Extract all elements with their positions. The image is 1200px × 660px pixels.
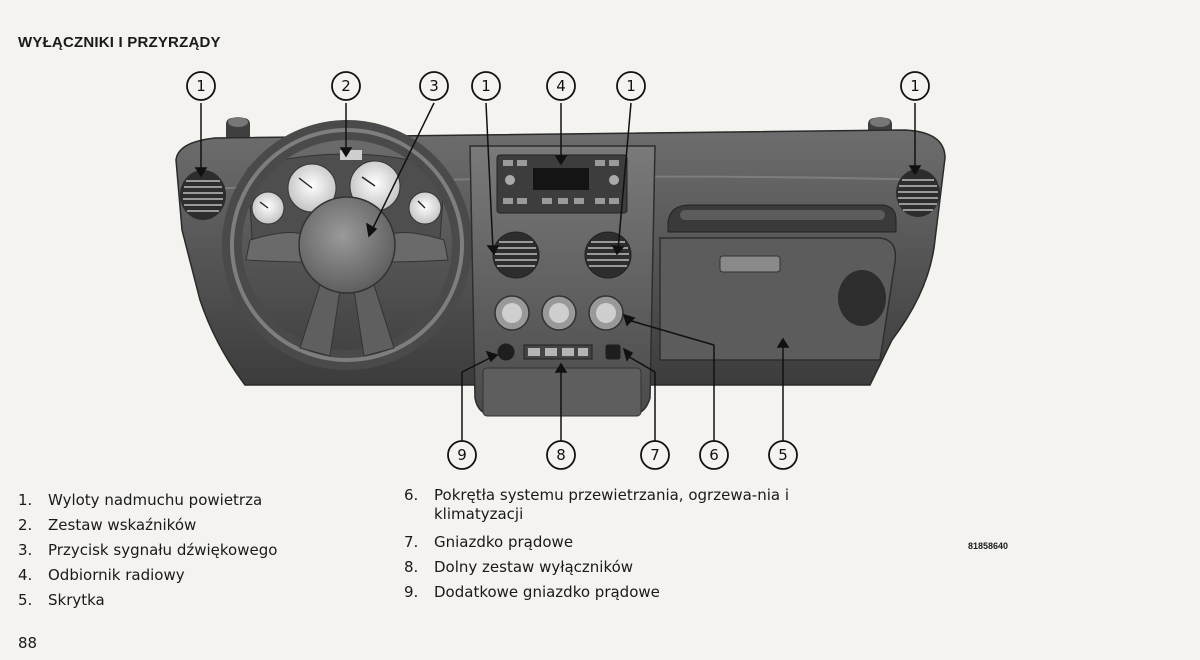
legend-item: 5. Skrytka [18, 588, 358, 613]
svg-text:4: 4 [556, 77, 566, 95]
radio-receiver [496, 154, 628, 214]
legend-list-right: 6. Pokrętła systemu przewietrzania, ogrze… [404, 486, 804, 605]
callout-circle: 2 [331, 71, 361, 101]
svg-text:3: 3 [429, 77, 439, 95]
legend-number: 8. [404, 558, 419, 576]
climate-control-knobs [494, 295, 624, 331]
legend-text: Dodatkowe gniazdko prądowe [434, 583, 660, 601]
legend-item: 4. Odbiornik radiowy [18, 563, 358, 588]
page-number: 88 [18, 634, 38, 652]
legend-text: Wyloty nadmuchu powietrza [48, 491, 263, 509]
legend-item: 3. Przycisk sygnału dźwiękowego [18, 538, 358, 563]
steering-wheel [222, 120, 472, 370]
right-side-air-vent [896, 169, 940, 217]
callout-circle: 1 [186, 71, 216, 101]
legend-text: Dolny zestaw wyłączników [434, 558, 634, 576]
callout-circle: 9 [447, 440, 477, 470]
power-outlet [604, 343, 622, 361]
callout-circle: 1 [616, 71, 646, 101]
callout-circle: 1 [900, 71, 930, 101]
callout-circle: 8 [546, 440, 576, 470]
legend-number: 3. [18, 541, 33, 559]
svg-text:1: 1 [196, 77, 206, 95]
legend-item: 9. Dodatkowe gniazdko prądowe [404, 580, 804, 605]
lower-switch-bank [523, 344, 593, 360]
legend-number: 9. [404, 583, 419, 601]
legend-number: 4. [18, 566, 33, 584]
svg-text:9: 9 [457, 446, 467, 464]
legend-text: Odbiornik radiowy [48, 566, 185, 584]
horn-button [298, 196, 396, 294]
center-right-air-vent [584, 231, 632, 279]
legend-item: 8. Dolny zestaw wyłączników [404, 555, 804, 580]
legend-text: Skrytka [48, 591, 105, 609]
legend-item: 7. Gniazdko prądowe [404, 530, 804, 555]
legend-number: 2. [18, 516, 33, 534]
left-side-air-vent [180, 170, 226, 220]
svg-text:1: 1 [910, 77, 920, 95]
figure-code: 81858640 [968, 541, 1009, 551]
callout-circle: 5 [768, 440, 798, 470]
svg-text:7: 7 [650, 446, 660, 464]
grab-handle [667, 204, 897, 233]
legend-number: 6. [404, 486, 419, 504]
legend-number: 7. [404, 533, 419, 551]
section-title: WYŁĄCZNIKI I PRZYRZĄDY [18, 34, 221, 51]
svg-text:8: 8 [556, 446, 566, 464]
legend-text: Przycisk sygnału dźwiękowego [48, 541, 278, 559]
glove-box [659, 237, 897, 361]
svg-text:6: 6 [709, 446, 719, 464]
legend-text: Gniazdko prądowe [434, 533, 574, 551]
legend-list-left: 1. Wyloty nadmuchu powietrza 2. Zestaw wsk… [18, 488, 358, 613]
callout-circles: 1 2 3 1 4 1 1 9 8 7 6 5 [186, 71, 930, 470]
callout-circle: 6 [699, 440, 729, 470]
legend-number: 5. [18, 591, 33, 609]
center-left-air-vent [492, 231, 540, 279]
dashboard-illustration: 1 2 3 1 4 1 1 9 8 7 6 5 [175, 71, 946, 470]
auxiliary-power-outlet [496, 342, 516, 362]
legend-text: Pokrętła systemu przewietrzania, ogrzewa… [434, 486, 789, 523]
legend-item: 1. Wyloty nadmuchu powietrza [18, 488, 358, 513]
legend-number: 1. [18, 491, 33, 509]
legend-item: 2. Zestaw wskaźników [18, 513, 358, 538]
svg-text:1: 1 [626, 77, 636, 95]
callout-circle: 4 [546, 71, 576, 101]
left-speaker [226, 117, 250, 142]
callout-circle: 1 [471, 71, 501, 101]
legend-item: 6. Pokrętła systemu przewietrzania, ogrze… [404, 486, 804, 524]
legend-text: Zestaw wskaźników [48, 516, 197, 534]
callout-circle: 3 [419, 71, 449, 101]
svg-text:5: 5 [778, 446, 788, 464]
callout-leaders [194, 102, 922, 443]
callout-circle: 7 [640, 440, 670, 470]
svg-text:2: 2 [341, 77, 351, 95]
svg-text:1: 1 [481, 77, 491, 95]
